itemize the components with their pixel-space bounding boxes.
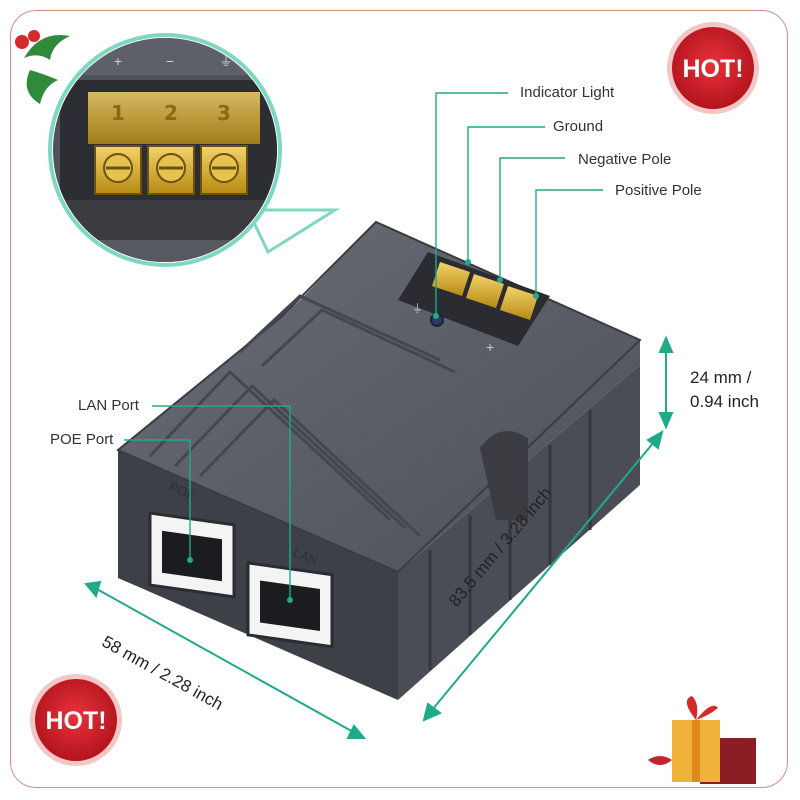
terminal-3: 3 (200, 101, 248, 195)
dimension-height-mm: 24 mm / (690, 368, 752, 387)
gift-boxes-decoration (648, 696, 756, 784)
lan-port: LAN (246, 545, 334, 649)
callout-dots (187, 259, 539, 603)
svg-text:2: 2 (164, 101, 178, 125)
svg-text:1: 1 (111, 101, 125, 125)
poe-port: POE (148, 479, 236, 599)
image-frame (10, 10, 788, 788)
callout-positive-pole: Positive Pole (615, 182, 702, 199)
hot-badge-top-right: HOT! (667, 22, 759, 114)
callout-lan-port: LAN Port (78, 397, 139, 414)
poe-splitter-device: ⏚ + POE LAN (116, 220, 642, 700)
ground-symbol: ⏚ (412, 302, 423, 315)
dimension-arrows (84, 335, 674, 739)
svg-text:HOT!: HOT! (682, 55, 743, 83)
terminal-1: 1 (94, 101, 142, 195)
callout-lines (124, 92, 603, 600)
terminal-2: 2 (147, 101, 195, 195)
positive-symbol: + (486, 339, 494, 355)
callout-poe-port: POE Port (50, 431, 114, 448)
svg-text:HOT!: HOT! (45, 707, 106, 735)
svg-text:+: + (114, 53, 122, 69)
holly-decoration (15, 30, 70, 104)
callout-ground: Ground (553, 118, 604, 135)
hot-badge-bottom-left: HOT! (30, 674, 122, 766)
svg-text:3: 3 (217, 101, 231, 125)
dimension-height-inch: 0.94 inch (690, 392, 759, 411)
terminal-zoom-inset: + − ⏚ 1 2 3 (48, 33, 341, 267)
svg-text:−: − (166, 53, 174, 69)
callout-negative-pole: Negative Pole (578, 151, 672, 168)
callout-indicator-light: Indicator Light (520, 84, 615, 101)
